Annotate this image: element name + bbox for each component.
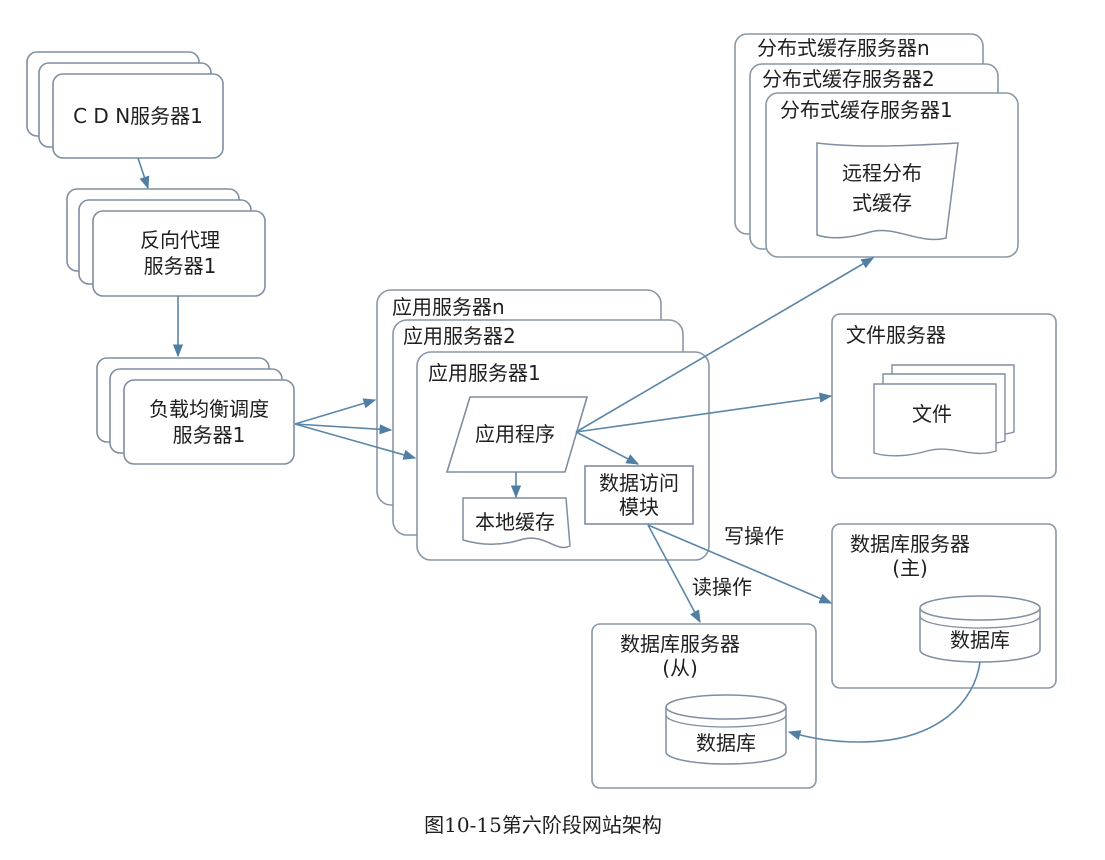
load-balancer-label-line2: 服务器1: [173, 423, 246, 447]
application-program-label: 应用程序: [475, 422, 555, 446]
reverse-proxy-label-line1: 反向代理: [140, 228, 220, 252]
db-slave-label-line2: (从): [662, 656, 698, 680]
file-document-stack: 文件: [873, 364, 1015, 457]
load-balancer-stack: 负载均衡调度 服务器1: [96, 357, 295, 465]
remote-cache-label-line2: 式缓存: [852, 191, 912, 215]
arrow-program-to-file-server: [575, 392, 833, 433]
read-operation-label: 读操作: [692, 575, 752, 599]
db-slave-cylinder-label: 数据库: [696, 731, 756, 755]
db-master-label-line1: 数据库服务器: [850, 532, 970, 556]
app-server-n-label: 应用服务器n: [392, 295, 505, 319]
arrow-program-to-data-access: [575, 431, 640, 465]
db-slave-label-line1: 数据库服务器: [620, 632, 740, 656]
distributed-cache-stack: 分布式缓存服务器n 分布式缓存服务器2 分布式缓存服务器1 远程分布 式缓存: [734, 33, 1019, 258]
file-server-label: 文件服务器: [846, 323, 946, 347]
arrow-cdn-to-proxy: [137, 157, 150, 190]
app-server-1-label: 应用服务器1: [428, 361, 541, 385]
arrow-lb-to-app-2: [294, 423, 393, 435]
remote-cache-label-line1: 远程分布: [842, 161, 922, 185]
cdn-server-stack: C D N服务器1: [26, 51, 224, 159]
app-server-stack: 应用服务器n 应用服务器2 应用服务器1 应用程序 本地缓存 数据访问 模块: [376, 289, 710, 561]
cache-server-2-label: 分布式缓存服务器2: [762, 67, 935, 91]
write-operation-label: 写操作: [724, 524, 784, 548]
db-master-cylinder-label: 数据库: [950, 628, 1010, 652]
arrow-lb-to-app-1: [294, 423, 417, 460]
cdn-server-label: C D N服务器1: [73, 104, 203, 128]
db-slave-cylinder: 数据库: [665, 694, 787, 765]
local-cache-label: 本地缓存: [475, 510, 555, 534]
db-master-cylinder: 数据库: [919, 595, 1041, 663]
db-server-master: 数据库服务器 (主) 数据库: [831, 523, 1057, 689]
connectors: [137, 157, 981, 743]
app-server-2-label: 应用服务器2: [403, 324, 516, 348]
data-access-label-line2: 模块: [619, 495, 659, 519]
file-server: 文件服务器 文件: [831, 313, 1057, 479]
arrow-program-to-remote-cache: [575, 257, 875, 433]
figure-caption: 图10-15第六阶段网站架构: [424, 813, 662, 837]
arrow-write-to-master: [647, 524, 833, 604]
remote-cache-document: 远程分布 式缓存: [816, 142, 959, 241]
load-balancer-label-line1: 负载均衡调度: [149, 397, 269, 421]
cache-server-1-label: 分布式缓存服务器1: [780, 98, 953, 122]
db-master-label-line2: (主): [892, 556, 928, 580]
db-server-slave: 数据库服务器 (从) 数据库: [591, 623, 817, 789]
arrow-lb-to-app-n: [294, 398, 377, 425]
local-cache: 本地缓存: [462, 497, 571, 549]
file-document-label: 文件: [912, 402, 952, 426]
data-access-module: 数据访问 模块: [584, 465, 694, 525]
arrow-read-from-slave: [647, 524, 701, 624]
reverse-proxy-label-line2: 服务器1: [144, 254, 217, 278]
data-access-label-line1: 数据访问: [599, 471, 679, 495]
reverse-proxy-stack: 反向代理 服务器1: [66, 188, 266, 297]
application-program: 应用程序: [445, 396, 589, 473]
cache-server-n-label: 分布式缓存服务器n: [757, 36, 930, 60]
arrow-master-replication-to-slave: [787, 661, 981, 743]
